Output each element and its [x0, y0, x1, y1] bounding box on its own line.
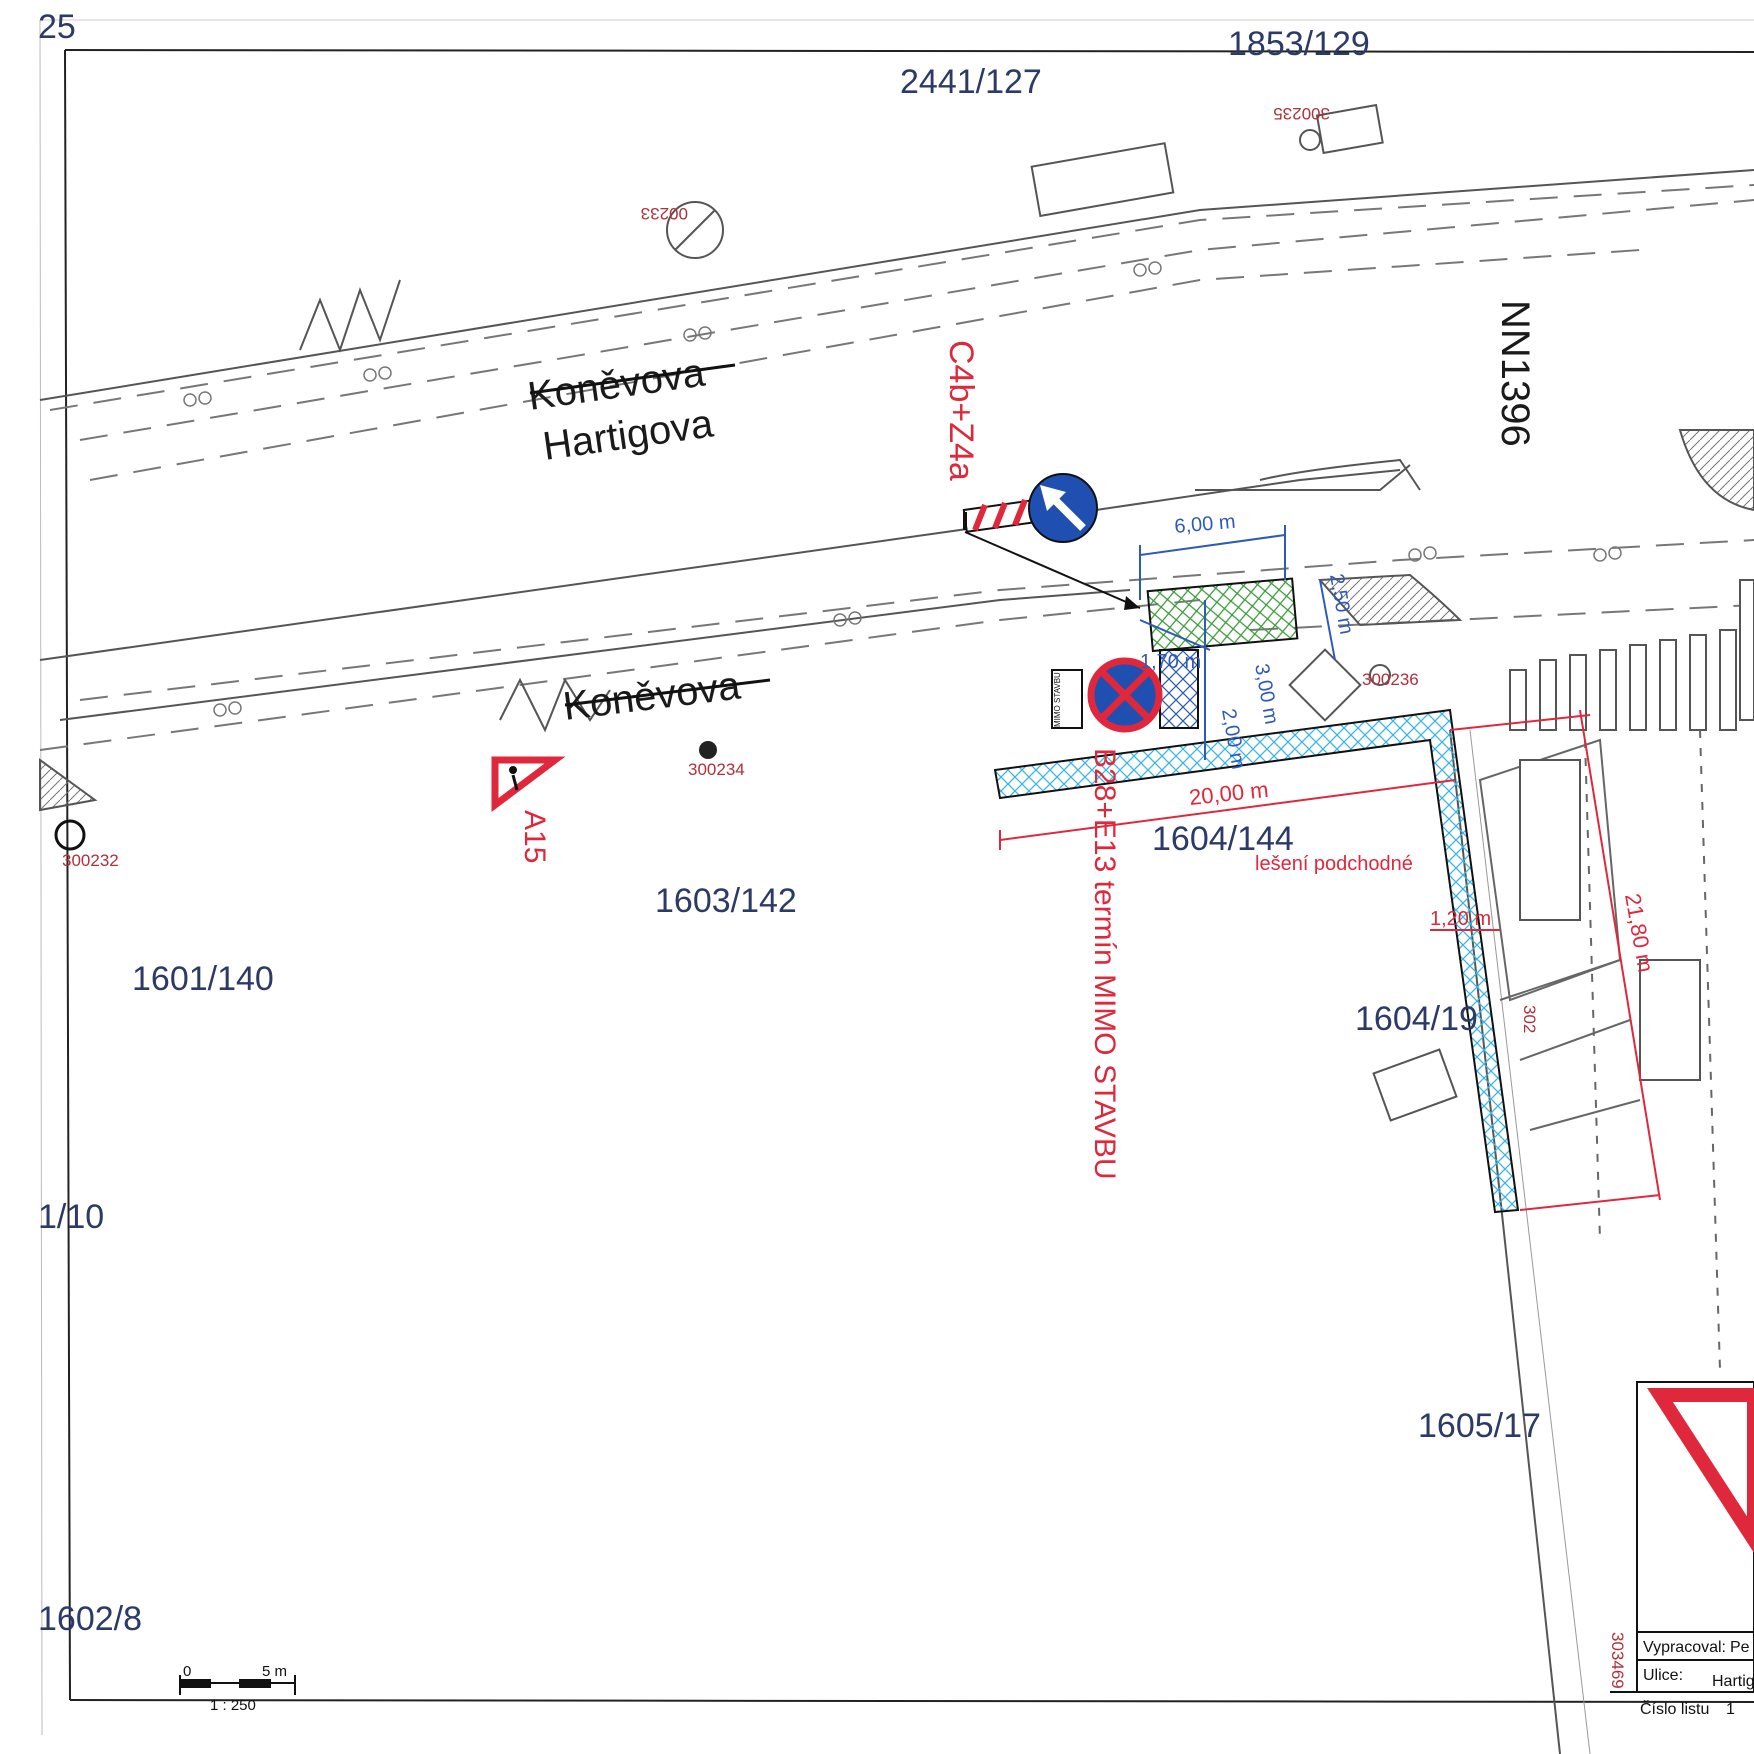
scaffold-label: lešení podchodné [1255, 853, 1413, 875]
lane-markings [39, 184, 1754, 751]
point-300236: 300236 [1362, 670, 1419, 689]
street-field-label: Ulice: [1643, 1667, 1683, 1684]
existing-signs [666, 103, 1754, 1122]
parcel-1601-140: 1601/140 [132, 960, 274, 998]
dim-1-70: 1,70 m [1140, 651, 1201, 673]
sheet-number-label: Číslo listu [1640, 1699, 1709, 1718]
zigzag-markings [299, 279, 1421, 733]
sheet-number-value: 1 [1726, 1701, 1735, 1718]
parcel-1603-142: 1603/142 [655, 882, 797, 920]
dim-20-00: 20,00 m [1188, 777, 1270, 810]
dim-3-00: 3,00 m [1250, 662, 1282, 726]
point-300235: 300235 [1273, 104, 1330, 123]
parcel-2441-127: 2441/127 [900, 63, 1042, 101]
barrier [962, 498, 1141, 610]
work-zone-green [1146, 577, 1299, 653]
street-name-strike-bottom [564, 678, 771, 707]
parcel-1-10: 1/10 [38, 1198, 104, 1236]
point-302: 302 [1520, 1005, 1539, 1033]
survey-points [54, 741, 717, 851]
point-300234: 300234 [688, 760, 745, 779]
prepared-by-value: Pe [1730, 1639, 1750, 1656]
traffic-islands [39, 429, 1754, 812]
parcel-1604-144: 1604/144 [1152, 820, 1294, 858]
b28-label: B28+E13 termín MIMO STAVBU [1088, 748, 1121, 1180]
bicycle-markings [183, 261, 1622, 717]
sign-a15-icon [491, 756, 566, 812]
dimension-lines-blue [1139, 525, 1336, 760]
street-field-value: Hartig [1712, 1673, 1754, 1690]
corner-label: 25 [38, 8, 76, 46]
street-name-strike-top [529, 363, 736, 395]
mimo-stavbu-plate: MIMO STAVBU [1053, 672, 1062, 727]
street-old-name-bottom: Koněvova [561, 663, 744, 728]
sheet-frame [39, 19, 1754, 1736]
network-id: NN1396 [1493, 300, 1537, 447]
parcel-1604-19: 1604/19 [1355, 1000, 1478, 1038]
point-300232: 300232 [62, 851, 119, 870]
point-303469: 303469 [1608, 1632, 1627, 1689]
parcel-1605-17: 1605/17 [1418, 1407, 1541, 1445]
dim-6-00: 6,00 m [1174, 511, 1237, 538]
a15-label: A15 [518, 810, 551, 863]
prepared-by-label: Vypracoval: [1643, 1639, 1726, 1656]
scale-five: 5 m [262, 1663, 287, 1680]
work-zone-blue [1159, 649, 1199, 729]
parcel-1853-129: 1853/129 [1228, 25, 1370, 63]
dim-1-20: 1,20 m [1430, 908, 1491, 930]
c4b-label: C4b+Z4a [942, 340, 980, 481]
sign-b28-icon [1051, 657, 1163, 733]
scale-zero: 0 [183, 1663, 191, 1680]
scale-bar [179, 1675, 296, 1695]
scale-ratio: 1 : 250 [210, 1697, 256, 1714]
parking-bays [1478, 729, 1721, 1371]
pedestrian-crossing [1509, 629, 1737, 731]
scaffold-zone [993, 708, 1520, 1214]
dim-21-80: 21,80 m [1620, 892, 1658, 975]
yield-sign-icon [1647, 1388, 1754, 1553]
sign-c4b-icon [1028, 473, 1098, 543]
dimension-lines-red [999, 709, 1661, 1211]
parcel-1602-8: 1602/8 [38, 1600, 142, 1638]
point-00233: 00233 [641, 204, 688, 223]
